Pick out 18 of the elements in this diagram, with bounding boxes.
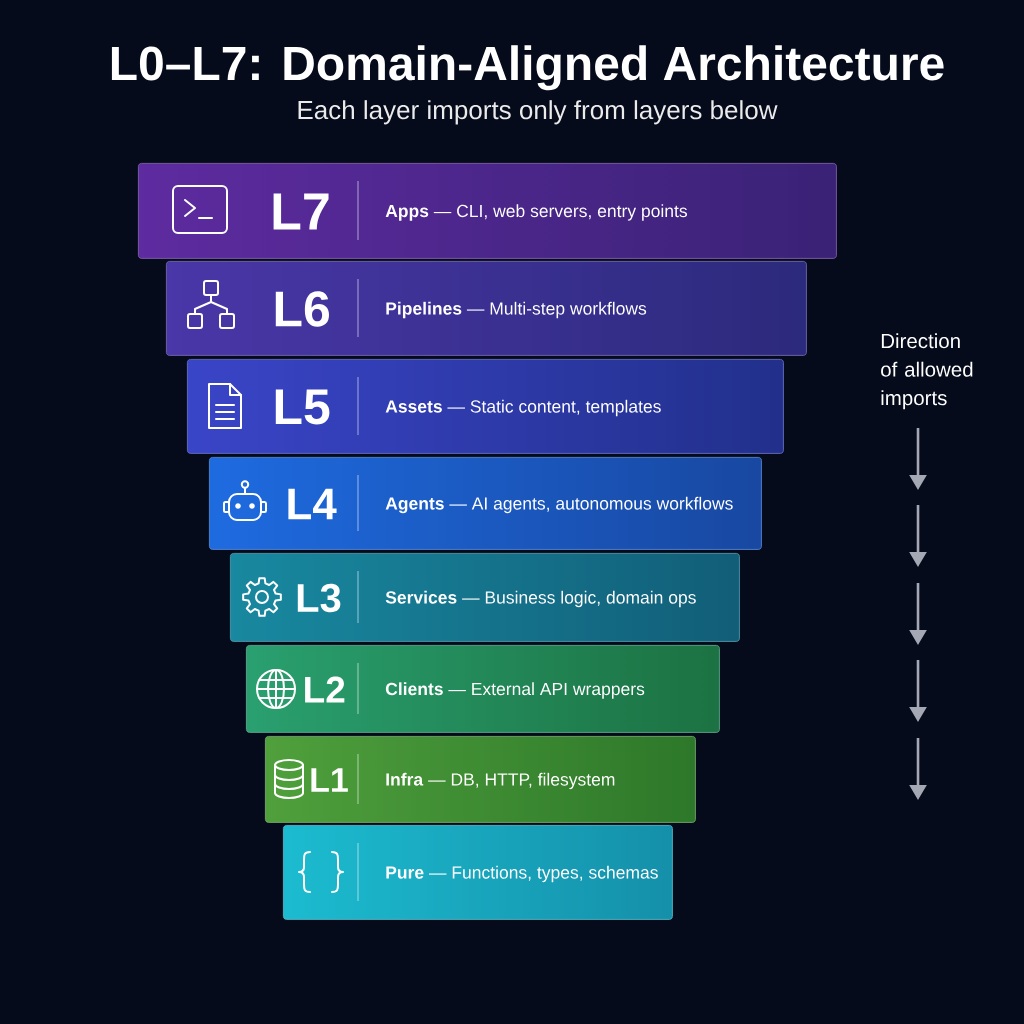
layer-number: L1 bbox=[311, 768, 348, 792]
layer-number: L6 bbox=[275, 291, 329, 327]
layer-number: L4 bbox=[288, 488, 337, 520]
layer-number: L5 bbox=[275, 389, 330, 425]
layer-description: Apps — CLI, web servers, entry points bbox=[385, 204, 687, 221]
layer-description: Clients — External API wrappers bbox=[385, 682, 645, 699]
layer-number: L7 bbox=[273, 193, 329, 230]
title: L0–L7: Domain-Aligned Architecture bbox=[111, 45, 944, 91]
layer-description: Infra — DB, HTTP, filesystem bbox=[386, 772, 615, 790]
layer-number: L2 bbox=[305, 676, 345, 703]
layer-description: Pure — Functions, types, schemas bbox=[386, 865, 658, 883]
subtitle: Each layer imports only from layers below bbox=[298, 100, 778, 125]
layer-number: L3 bbox=[297, 583, 341, 613]
direction-label: Direction of allowed imports bbox=[881, 333, 973, 410]
layer-description: Assets — Static content, templates bbox=[385, 399, 661, 417]
layer-description: Services — Business logic, domain ops bbox=[385, 590, 696, 608]
layer-description: Pipelines — Multi-step workflows bbox=[386, 301, 647, 319]
layer-description: Agents — AI agents, autonomous workflows bbox=[385, 496, 733, 514]
